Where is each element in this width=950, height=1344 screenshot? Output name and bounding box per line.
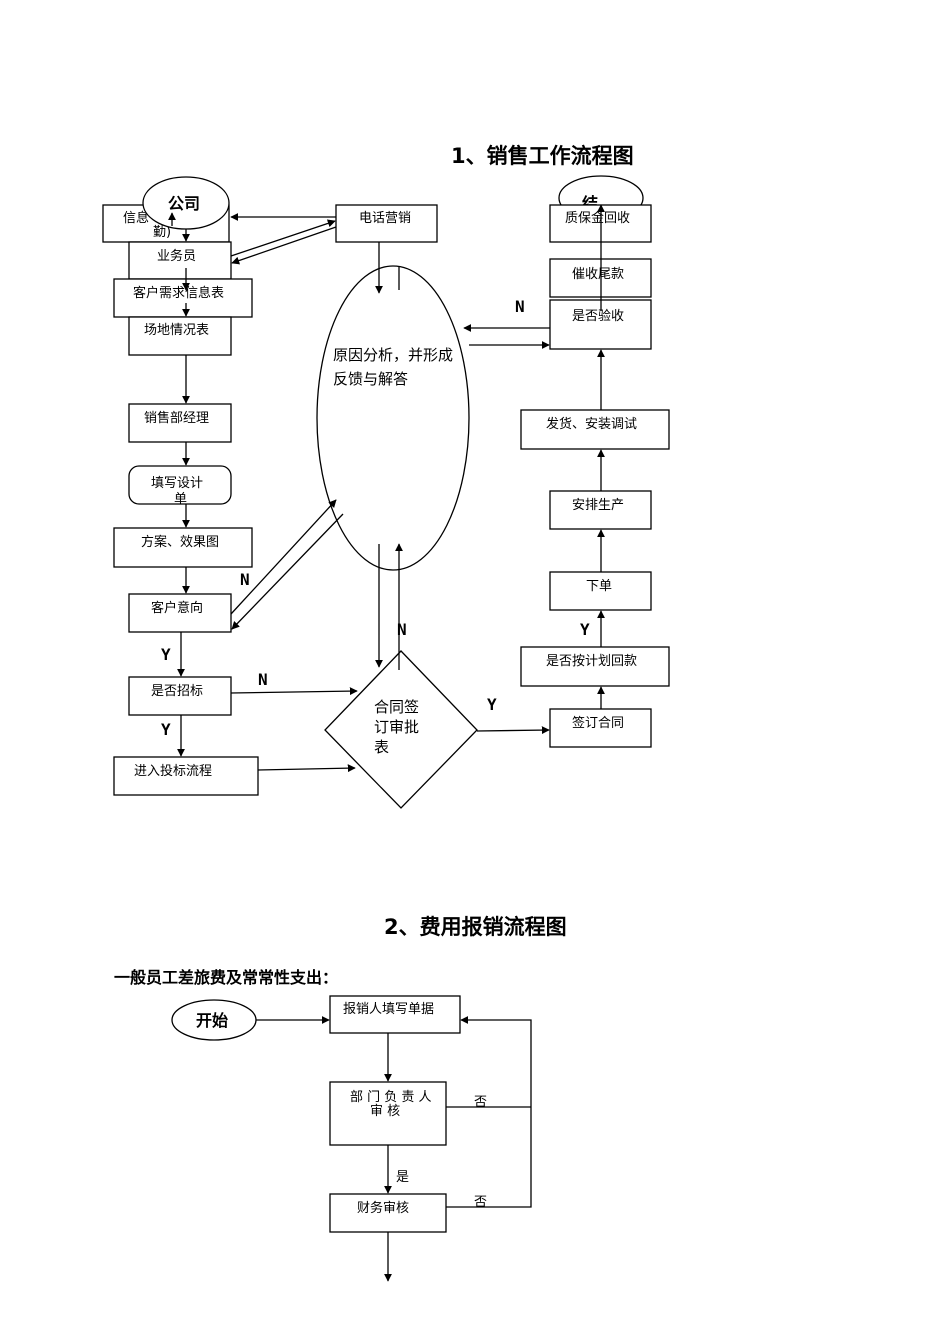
contract-label-line1: 合同签 xyxy=(374,698,419,716)
sales-manager-box xyxy=(128,403,232,443)
label-n-bidding: N xyxy=(258,670,268,689)
label-n-intent: N xyxy=(240,570,250,589)
arrow-intent-to-analysis xyxy=(230,499,337,615)
label-no-dept: 否 xyxy=(474,1095,487,1110)
analysis-label-line1: 原因分析，并形成 xyxy=(333,346,453,364)
collect-tail-label: 催收尾款 xyxy=(572,267,624,282)
contract-label-line3: 表 xyxy=(374,738,389,756)
arrow-contract-yes-to-sign xyxy=(476,726,550,735)
company-label: 公司 xyxy=(168,194,200,213)
order-label: 下单 xyxy=(586,579,612,594)
design-form-label-line1: 填写设计 xyxy=(151,476,203,491)
label-y-bidding: Y xyxy=(161,720,171,739)
site-info-box xyxy=(128,316,232,356)
warranty-label: 质保金回收 xyxy=(565,210,630,226)
design-form-label-line2: 单 xyxy=(174,492,187,507)
bidding-question-box xyxy=(128,676,232,716)
bidding-flow-label: 进入投标流程 xyxy=(134,763,212,779)
arrow-flow-to-contract xyxy=(257,764,356,773)
customer-intent-label: 客户意向 xyxy=(151,600,203,616)
fill-form-label: 报销人填写单据 xyxy=(343,1002,434,1017)
design-form-box xyxy=(128,465,232,505)
acceptance-question-label: 是否验收 xyxy=(572,308,624,324)
dept-review-box xyxy=(329,1081,447,1146)
bidding-flow-box xyxy=(113,756,259,796)
info-box-tail: 勤) xyxy=(153,225,171,240)
label-y-contract: Y xyxy=(487,695,497,714)
bidding-question-label: 是否招标 xyxy=(151,684,203,699)
label-y-payment: Y xyxy=(580,620,590,639)
sales-manager-label: 销售部经理 xyxy=(144,410,209,426)
payment-question-box xyxy=(520,646,670,687)
customer-needs-label: 客户需求信息表 xyxy=(133,285,224,301)
delivery-label: 发货、安装调试 xyxy=(546,416,637,432)
phone-sales-box xyxy=(335,204,438,243)
salesperson-label: 业务员 xyxy=(157,248,196,264)
label-yes-dept: 是 xyxy=(396,1170,409,1185)
finance-review-box xyxy=(329,1193,447,1233)
analysis-label-line2: 反馈与解答 xyxy=(333,370,408,388)
contract-label-line2: 订审批 xyxy=(374,718,419,736)
production-box xyxy=(549,490,652,530)
analysis-ellipse xyxy=(316,265,470,571)
order-box xyxy=(549,571,652,611)
dept-review-label-line1: 部 门 负 责 人 xyxy=(350,1090,432,1105)
arrow-salesperson-to-phone xyxy=(230,219,336,257)
plan-render-label: 方案、效果图 xyxy=(141,534,219,550)
finance-review-label: 财务审核 xyxy=(357,1200,409,1216)
info-box-label: 信息 xyxy=(123,210,149,226)
sign-contract-label: 签订合同 xyxy=(572,715,624,731)
sales-flow-title: 1、销售工作流程图 xyxy=(451,144,634,168)
phone-sales-label: 电话营销 xyxy=(359,211,411,226)
production-label: 安排生产 xyxy=(572,498,624,513)
delivery-box xyxy=(520,409,670,450)
expense-subtitle: 一般员工差旅费及常常性支出： xyxy=(114,968,338,987)
arrow-phone-to-salesperson xyxy=(231,226,337,265)
arrow-reject-loop-to-fill xyxy=(446,1016,532,1208)
salesperson-box xyxy=(128,241,232,280)
plan-render-box xyxy=(113,527,253,568)
contract-approval-diamond xyxy=(324,650,478,809)
label-n-contract: N xyxy=(397,620,407,639)
dept-review-label-line2: 审 核 xyxy=(370,1104,400,1119)
start-label: 开始 xyxy=(196,1011,228,1030)
payment-question-label: 是否按计划回款 xyxy=(546,654,637,669)
label-no-finance: 否 xyxy=(474,1195,487,1210)
label-y-intent: Y xyxy=(161,645,171,664)
label-n-acceptance: N xyxy=(515,297,525,316)
arrow-analysis-to-intent xyxy=(231,513,344,630)
arrow-bidding-no-to-contract xyxy=(230,687,358,696)
expense-flow-title: 2、费用报销流程图 xyxy=(384,915,567,939)
site-info-label: 场地情况表 xyxy=(144,323,209,338)
fill-form-box xyxy=(329,995,461,1034)
customer-intent-box xyxy=(128,593,232,633)
